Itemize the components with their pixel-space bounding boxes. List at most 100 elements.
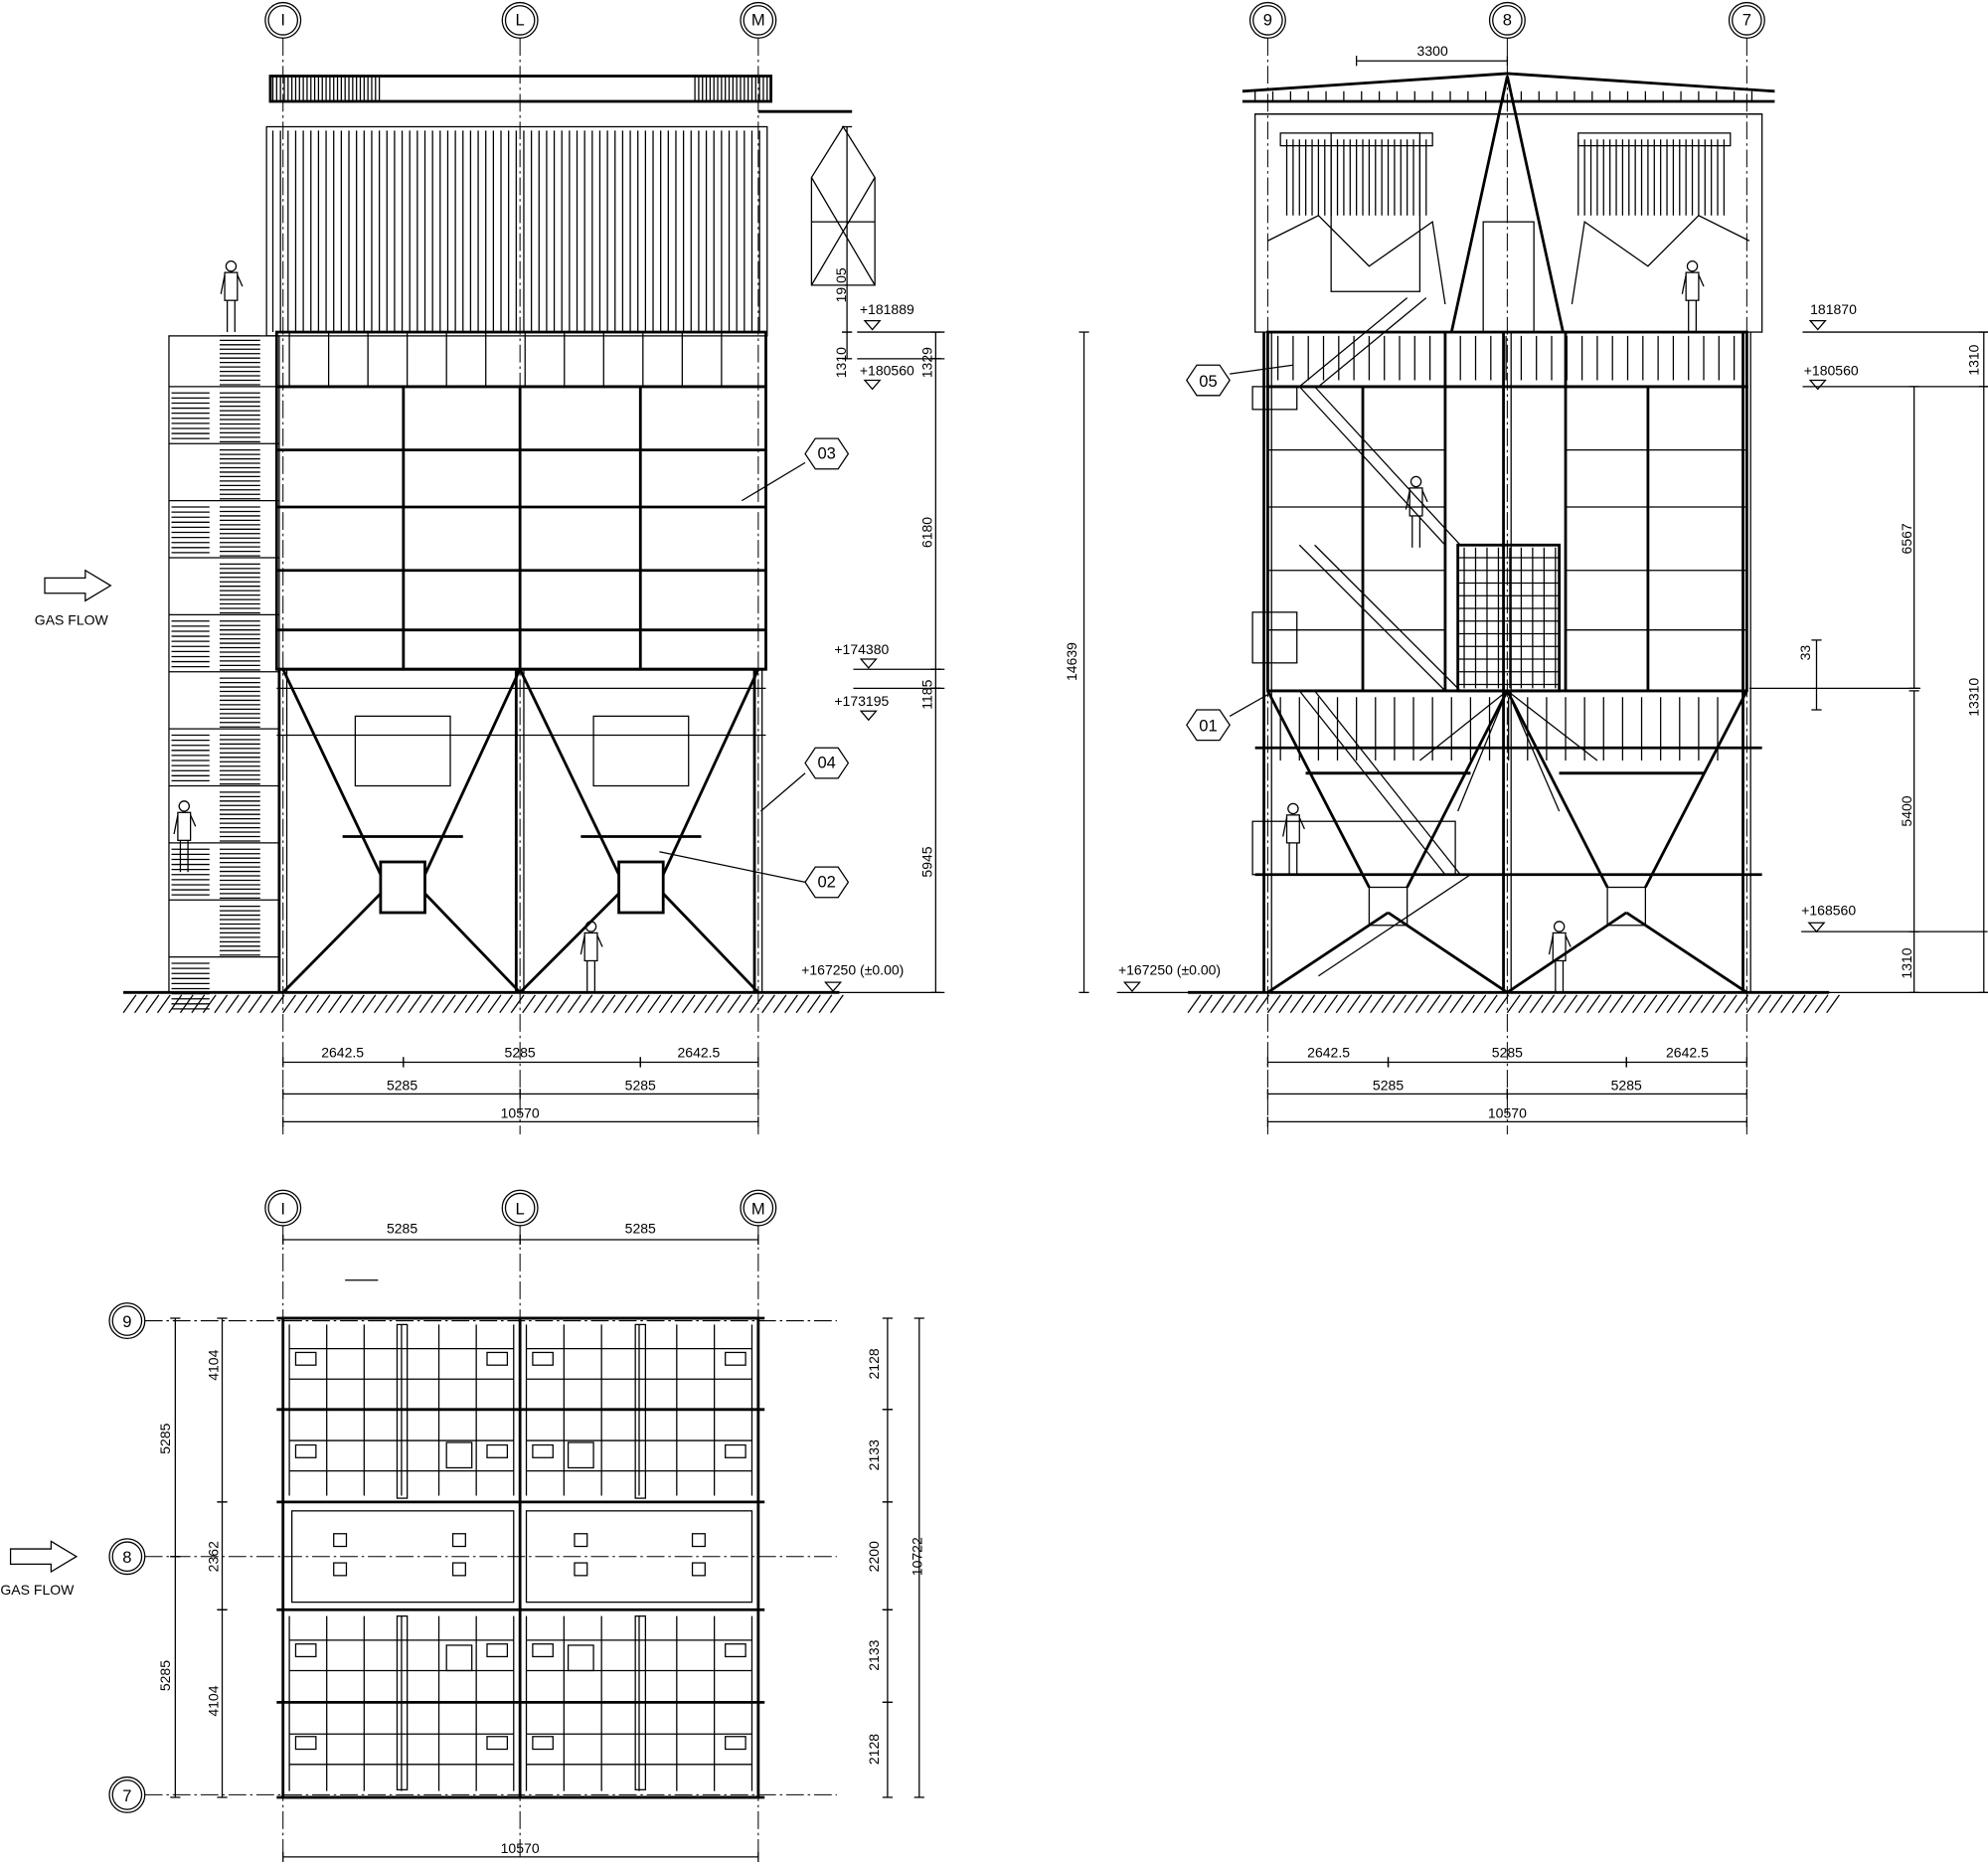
ground-hatch [670,994,685,1014]
ground-hatch [693,994,708,1014]
grid-bubble-label: 7 [1742,11,1751,30]
access-hatch-icon [445,1441,473,1469]
dim-right-total: 10722 [909,1537,924,1576]
brace [423,892,522,994]
ground-hatch [1370,994,1384,1014]
ground-hatch [430,994,445,1014]
person-arm [1405,490,1410,510]
ground-hatch [761,994,775,1014]
ground-hatch [1266,994,1281,1014]
ground-hatch [1312,994,1327,1014]
grid-bubble [264,1189,302,1227]
grid-bubble-label: L [516,1199,525,1218]
dim-left: 4104 [206,1685,222,1716]
filter-module-icon [486,1736,509,1751]
ground-hatch [1757,994,1772,1014]
dim-bottom: 10570 [501,1840,540,1856]
dim-total: 13310 [1966,678,1982,717]
elevation-triangle-icon [1807,922,1826,933]
ground-hatch [1586,994,1600,1014]
person-figure [1681,260,1705,333]
elevation-mark: +180560 [1804,362,1859,378]
grid-bubble-label: L [516,11,525,30]
plan-view-labels: I L M 9 8 7 GAS FLOW 5285 5285 5285 5285… [0,1199,924,1856]
ground-hatch [1221,994,1236,1014]
filter-module-icon [725,1443,746,1458]
roof [1242,72,1775,93]
callout-hexagon [1186,709,1231,742]
stair-stringer [1298,297,1408,388]
ground-hatch [408,994,422,1014]
callout-label: 02 [817,873,835,892]
person-body [583,931,598,962]
grid-bubble-inner [111,1779,143,1810]
grid-bubble-inner [504,1192,536,1224]
dim-right: 2128 [866,1348,882,1379]
brace [1266,911,1390,994]
plenum [525,1510,753,1604]
ground-hatch [579,994,593,1014]
elevation-mark: +180560 [860,362,914,378]
person-arm [1548,934,1554,955]
panel [1330,132,1421,292]
valve-icon [451,1533,466,1548]
elevation-mark: +181889 [860,301,914,317]
valve-icon [691,1533,706,1548]
elevation-triangle-icon [863,379,882,391]
ground-hatch [441,994,456,1014]
grid-bubble-label: I [280,11,285,30]
person-figure [173,800,197,873]
dim-hopper: 5400 [1899,795,1914,826]
hoist-bag [810,125,876,286]
brace [1506,911,1628,994]
valve-icon [574,1533,588,1548]
filter-module-icon [725,1736,746,1751]
dim-bottom: 5285 [505,1044,536,1060]
ground-hatch [1449,994,1464,1014]
inlet-box [592,715,690,787]
dim-right: 2128 [866,1734,882,1765]
dim-bottom: 5285 [1611,1078,1642,1094]
ground-hatch [1712,994,1727,1014]
elevation-mark: +167250 (±0.00) [801,961,904,977]
person-body [1552,931,1567,962]
hopper-wall [661,668,760,876]
dim-top: 5285 [625,1221,656,1237]
ground-hatch [795,994,810,1014]
ground-hatch [1745,994,1760,1014]
gas-flow-label: GAS FLOW [35,612,109,628]
ground-hatch [727,994,742,1014]
dim-transition: 1185 [919,679,935,709]
ground-hatch [1780,994,1795,1014]
front-elevation-labels: I L M GAS FLOW +181889 +180560 +174380 +… [35,11,935,1121]
valve-icon [333,1562,348,1577]
dim-support: 5945 [919,846,935,877]
person-arm [1421,490,1428,503]
ground-hatch [1723,994,1738,1014]
ground-hatch [1199,994,1213,1014]
ground-hatch [464,994,479,1014]
dim-platform: 1310 [833,347,849,378]
person-figure [580,921,603,993]
callout-label: 01 [1199,717,1217,736]
dim-top: 1310 [1966,344,1982,375]
person-head [1553,921,1566,932]
person-arm [220,274,226,294]
ground-hatch [1358,994,1373,1014]
dim-hoist: 19.05 [833,267,849,302]
grid-bubble-label: 8 [1503,11,1512,30]
ground-hatch [1233,994,1247,1014]
ground-hatch [476,994,491,1014]
ground-hatch [282,994,296,1014]
grid-bubble-label: I [280,1199,285,1218]
person-figure [1405,475,1428,548]
cut-line [1267,214,1446,305]
person-figure [1548,921,1572,993]
ground-hatch [134,994,148,1014]
ground-hatch [772,994,787,1014]
grid-bubble-inner [267,1192,299,1224]
dim-bottom: 1310 [1899,947,1914,978]
ground-hatch [1518,994,1533,1014]
person-body [1408,487,1423,517]
